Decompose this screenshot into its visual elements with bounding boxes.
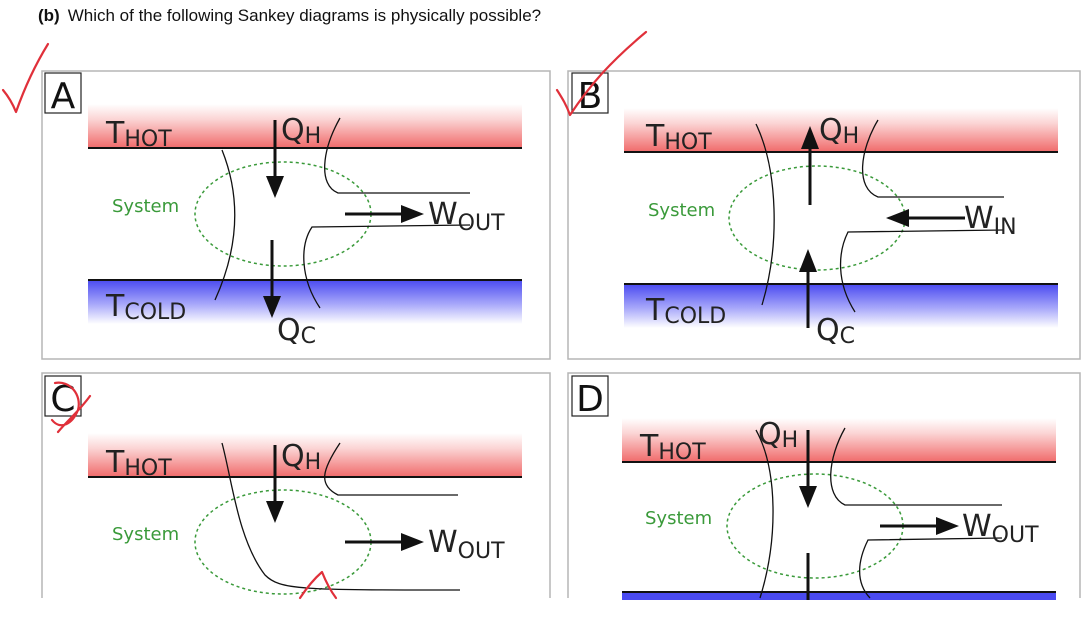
w-arrowhead bbox=[936, 517, 959, 535]
question-number: (b) bbox=[38, 6, 60, 25]
qh-label: QH bbox=[281, 113, 321, 149]
flow-line-left bbox=[221, 442, 461, 591]
flow-line-left bbox=[214, 149, 236, 301]
question-text: (b) Which of the following Sankey diagram… bbox=[38, 6, 541, 26]
panel-letter: D bbox=[576, 379, 604, 420]
flow-line-right bbox=[861, 119, 1004, 198]
panel-letter-box bbox=[44, 72, 82, 114]
flow-line-right-lower bbox=[859, 537, 1003, 599]
panel-frame bbox=[567, 372, 1081, 598]
panel-letter-box bbox=[571, 72, 609, 114]
cold-label: TCOLD bbox=[645, 293, 726, 329]
panel-letter: A bbox=[51, 76, 76, 117]
qh-label: QH bbox=[819, 113, 859, 149]
panel-a: A THOT TCOLD System QH QC WOUT bbox=[41, 70, 551, 360]
system-label: System bbox=[648, 200, 715, 221]
flow-line-left bbox=[755, 429, 774, 599]
panel-letter: C bbox=[50, 379, 75, 420]
qc-label: QC bbox=[816, 313, 855, 349]
caret-c-icon bbox=[298, 570, 338, 600]
w-arrowhead bbox=[886, 209, 909, 227]
cold-label: TCOLD bbox=[105, 289, 186, 325]
system-label: System bbox=[112, 524, 179, 545]
qh-arrowhead bbox=[801, 126, 819, 149]
checkmark-b-icon bbox=[555, 30, 648, 117]
w-arrowhead bbox=[401, 533, 424, 551]
panel-letter: B bbox=[578, 76, 603, 117]
flow-line-right-lower bbox=[839, 229, 1005, 313]
flow-line-right bbox=[324, 117, 470, 194]
qc-arrowhead bbox=[799, 249, 817, 272]
qc-label: QC bbox=[277, 313, 316, 349]
hot-label: THOT bbox=[105, 116, 172, 152]
handwritten-annotations bbox=[1, 30, 648, 600]
hot-reservoir bbox=[624, 108, 1058, 152]
panel-frame bbox=[41, 70, 551, 360]
flow-line-right bbox=[830, 427, 1002, 506]
system-label: System bbox=[112, 196, 179, 217]
qh-arrowhead bbox=[266, 176, 284, 198]
cross-c-icon bbox=[50, 381, 92, 434]
panel-letter-box bbox=[571, 375, 609, 417]
flow-line-right bbox=[324, 442, 458, 496]
w-label: WOUT bbox=[962, 509, 1039, 548]
qh-arrowhead bbox=[266, 501, 284, 523]
panel-frame bbox=[567, 70, 1081, 360]
flow-line-right-lower bbox=[303, 224, 471, 309]
panel-c: C THOT System QH WOUT bbox=[41, 372, 551, 598]
w-arrowhead bbox=[401, 205, 424, 223]
hot-label: THOT bbox=[639, 429, 706, 465]
w-label: WOUT bbox=[428, 525, 505, 564]
panel-frame bbox=[41, 372, 551, 598]
hot-reservoir bbox=[88, 104, 522, 148]
qh-label: QH bbox=[758, 417, 798, 453]
question-body: Which of the following Sankey diagrams i… bbox=[67, 6, 542, 25]
system-boundary bbox=[728, 165, 906, 271]
panel-d: D THOT System QH WOUT bbox=[567, 372, 1081, 600]
w-label: WOUT bbox=[428, 197, 505, 236]
hot-label: THOT bbox=[645, 119, 712, 155]
qc-arrowhead bbox=[263, 296, 281, 318]
checkmark-a-icon bbox=[1, 42, 50, 114]
qh-arrowhead bbox=[799, 486, 817, 508]
system-label: System bbox=[645, 508, 712, 529]
cold-reservoir bbox=[624, 284, 1058, 328]
w-label: WIN bbox=[964, 201, 1017, 240]
hot-label: THOT bbox=[105, 445, 172, 481]
cold-reservoir bbox=[622, 592, 1056, 600]
flow-line-left bbox=[755, 123, 775, 306]
system-boundary bbox=[194, 489, 372, 595]
cold-reservoir bbox=[88, 280, 522, 324]
hot-reservoir bbox=[88, 433, 522, 477]
panel-b: B THOT TCOLD System QH QC WIN bbox=[567, 70, 1081, 360]
qh-label: QH bbox=[281, 439, 321, 475]
